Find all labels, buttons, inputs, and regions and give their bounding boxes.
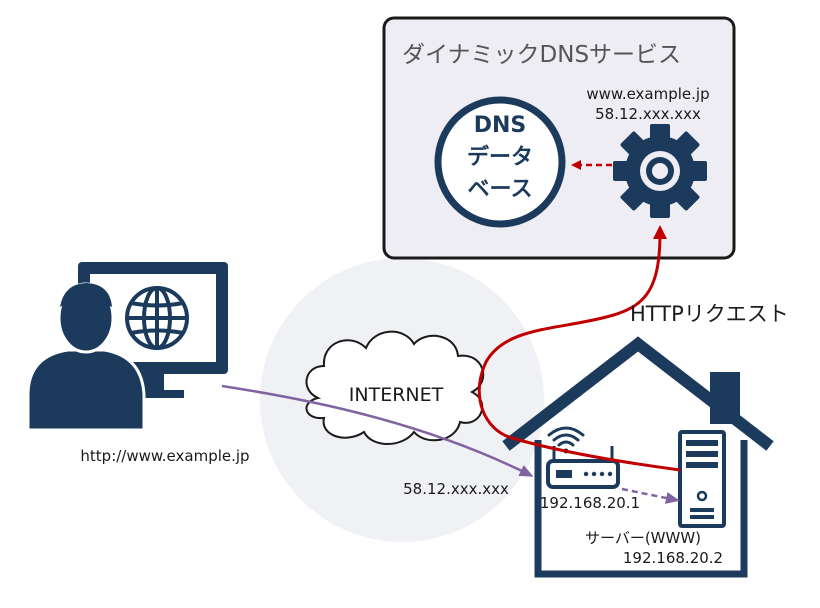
globe-icon — [125, 286, 189, 350]
server-ip: 192.168.20.2 — [623, 549, 723, 567]
router-icon — [546, 446, 620, 489]
house-icon — [502, 336, 774, 578]
dns-database-circle — [434, 96, 566, 228]
http-request-label: HTTPリクエスト — [630, 302, 789, 326]
dns-database-line2: データ — [467, 144, 533, 170]
gear-icon — [613, 124, 707, 218]
server-label: サーバー(WWW) — [585, 529, 701, 547]
client-request-arrow — [221, 384, 534, 477]
dns-database-line3: ベース — [468, 177, 533, 202]
dns-database-line1: DNS — [474, 113, 527, 138]
dns-ip: 58.12.xxx.xxx — [595, 105, 701, 123]
client-url: http://www.example.jp — [80, 447, 249, 465]
person-icon — [26, 282, 146, 432]
internet-label: INTERNET — [349, 384, 444, 406]
dns-service-title: ダイナミックDNSサービス — [402, 42, 681, 68]
server-icon — [678, 430, 726, 528]
router-local-ip: 192.168.20.1 — [540, 494, 640, 512]
port-forward-arrow — [621, 487, 680, 504]
router-public-ip: 58.12.xxx.xxx — [403, 480, 509, 498]
http-request-arrow — [477, 225, 681, 472]
cloud-icon — [305, 330, 485, 445]
dns-hostname: www.example.jp — [586, 85, 709, 103]
